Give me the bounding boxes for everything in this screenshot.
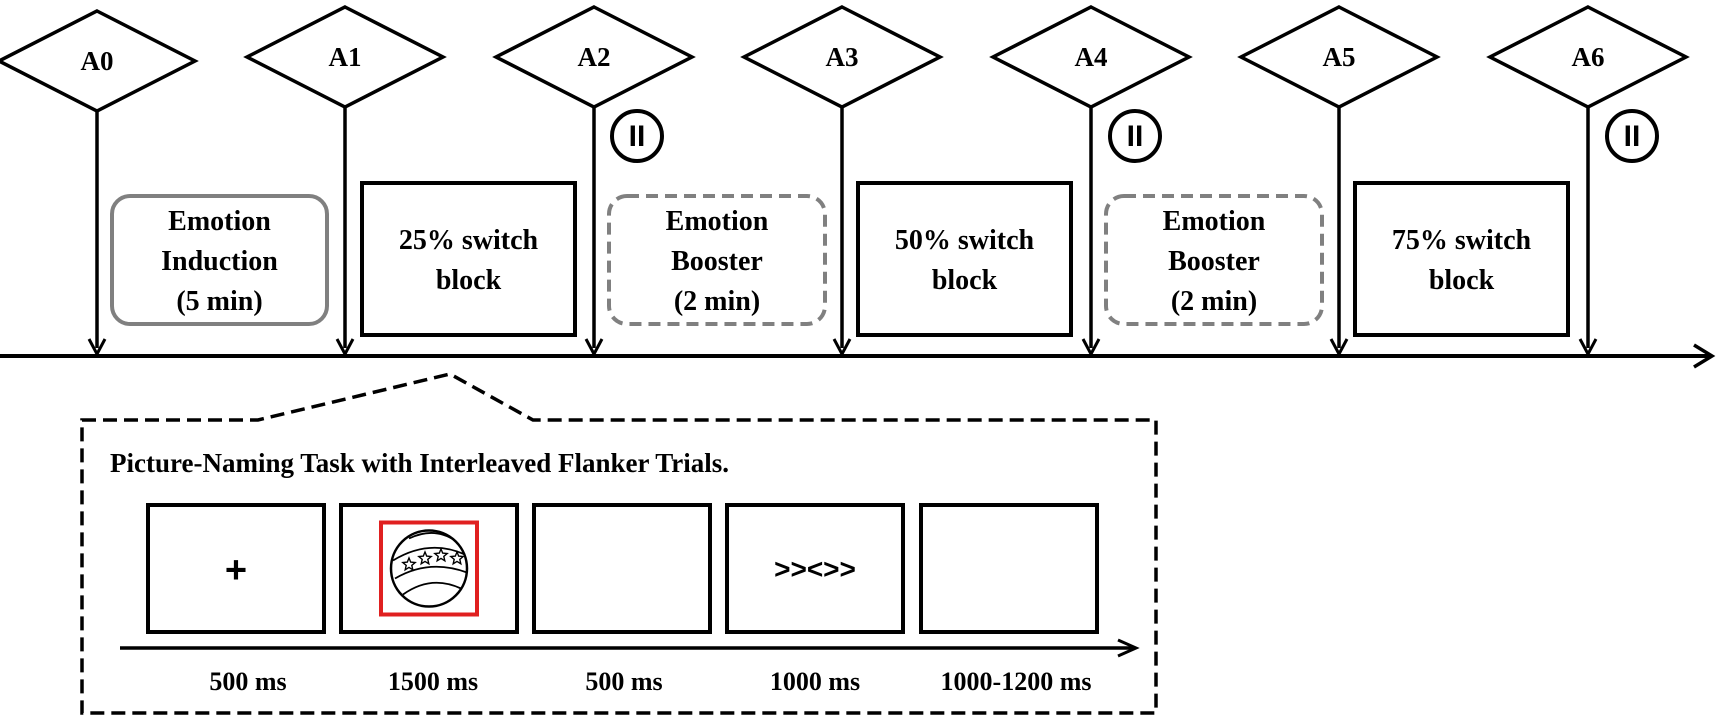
timing-label: 500 ms [585, 667, 662, 696]
pause-symbol: II [629, 120, 646, 153]
block-text-line: Emotion [666, 206, 769, 237]
pause-icon: II [610, 109, 664, 163]
block-text-line: block [932, 265, 998, 296]
assessment-arrowhead [87, 338, 107, 358]
pause-symbol: II [1624, 120, 1641, 153]
block-border [1353, 181, 1570, 337]
block-6: 75% switch block [1353, 181, 1570, 337]
frame-border [146, 503, 326, 634]
assessment-arrowhead [335, 338, 355, 358]
assessment-arrowhead [584, 338, 604, 358]
assessment-label: A2 [578, 42, 611, 72]
block-text-line: 75% switch [1392, 225, 1532, 256]
block-border [607, 194, 827, 326]
fixation-stimulus: + [225, 550, 247, 592]
block-text-line: block [436, 265, 502, 296]
task-callout-border [80, 372, 1158, 715]
task-frame-blank [919, 503, 1099, 634]
assessment-marker-a2: A2 [492, 5, 696, 358]
pause-icon: II [1108, 109, 1162, 163]
task-frames: + >><>> [146, 503, 1099, 634]
assessment-marker-a1: A1 [243, 5, 447, 358]
assessment-marker-a0: A0 [0, 9, 199, 358]
frame-border [532, 503, 712, 634]
task-timeline-arrowhead [1117, 638, 1140, 658]
block-4: 50% switch block [856, 181, 1073, 337]
task-title: Picture-Naming Task with Interleaved Fla… [110, 448, 729, 478]
assessment-arrowhead [1329, 338, 1349, 358]
task-frame-flanker: >><>> [725, 503, 905, 634]
assessment-markers: A0 A1 A2 A3 A4 A5 A6 [0, 5, 1690, 358]
timing-label: 1000-1200 ms [941, 667, 1092, 696]
block-text-line: 50% switch [895, 225, 1035, 256]
block-text-line: Emotion [168, 206, 271, 237]
block-text-line: Emotion [1163, 206, 1266, 237]
frame-border [919, 503, 1099, 634]
assessment-label: A1 [329, 42, 362, 72]
assessment-label: A3 [826, 42, 859, 72]
task-timings: 500 ms 1500 ms 500 ms 1000 ms 1000-1200 ms [209, 667, 1091, 696]
block-text-line: (2 min) [674, 286, 760, 317]
block-text-line: (5 min) [176, 286, 262, 317]
timing-label: 1000 ms [770, 667, 860, 696]
block-text-line: (2 min) [1171, 286, 1257, 317]
block-border [1104, 194, 1324, 326]
pause-icon: II [1605, 109, 1659, 163]
block-text-line: Booster [671, 246, 763, 277]
block-text-line: Booster [1168, 246, 1260, 277]
block-text-line: block [1429, 265, 1495, 296]
task-frame-blank [532, 503, 712, 634]
block-border [110, 194, 329, 326]
block-text-line: 25% switch [399, 225, 539, 256]
pause-symbol: II [1127, 120, 1144, 153]
assessment-marker-a3: A3 [740, 5, 944, 358]
assessment-label: A4 [1075, 42, 1108, 72]
timing-label: 500 ms [209, 667, 286, 696]
assessment-marker-a4: A4 [989, 5, 1193, 358]
timing-label: 1500 ms [388, 667, 478, 696]
assessment-marker-a5: A5 [1237, 5, 1441, 358]
block-text-line: Induction [161, 246, 278, 277]
assessment-marker-a6: A6 [1486, 5, 1690, 358]
frame-border [725, 503, 905, 634]
assessment-arrowhead [1081, 338, 1101, 358]
task-frame-fixation: + [146, 503, 326, 634]
assessment-arrowhead [1578, 338, 1598, 358]
block-border [856, 181, 1073, 337]
assessment-label: A6 [1572, 42, 1605, 72]
main-timeline-arrowhead [1693, 343, 1716, 369]
block-2: 25% switch block [360, 181, 577, 337]
assessment-label: A5 [1323, 42, 1356, 72]
assessment-arrowhead [832, 338, 852, 358]
flanker-stimulus: >><>> [774, 554, 856, 585]
pause-icons: II II II [610, 109, 1659, 163]
ball-picture-icon [379, 520, 479, 617]
block-border [360, 181, 577, 337]
task-frame-picture [339, 503, 519, 634]
assessment-label: A0 [81, 46, 114, 76]
